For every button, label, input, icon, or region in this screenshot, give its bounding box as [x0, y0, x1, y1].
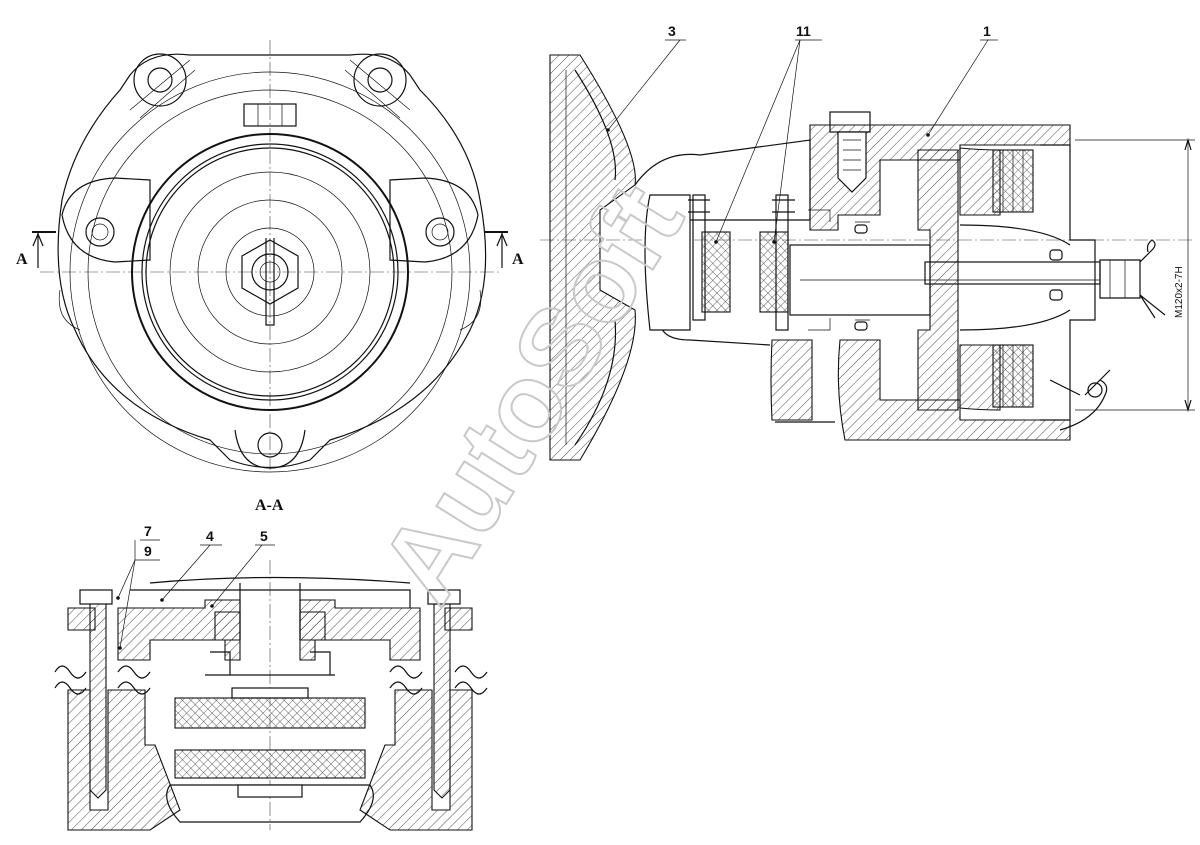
section-a-a-view	[54, 539, 488, 831]
section-marker-right: A	[512, 251, 524, 268]
callout-9: 9	[144, 543, 152, 559]
callout-7: 7	[144, 523, 152, 539]
front-view	[32, 40, 508, 473]
callout-3: 3	[668, 23, 676, 39]
callout-4: 4	[206, 528, 214, 544]
watermark: AutoSoft	[356, 164, 706, 623]
callout-11: 11	[796, 23, 811, 39]
callout-1: 1	[983, 23, 991, 39]
side-section-view	[540, 39, 1195, 461]
section-title: A-A	[255, 497, 284, 514]
callout-5: 5	[260, 528, 268, 544]
thread-dimension-label: M120x2-7H	[1174, 266, 1185, 318]
section-marker-left: A	[16, 251, 28, 268]
